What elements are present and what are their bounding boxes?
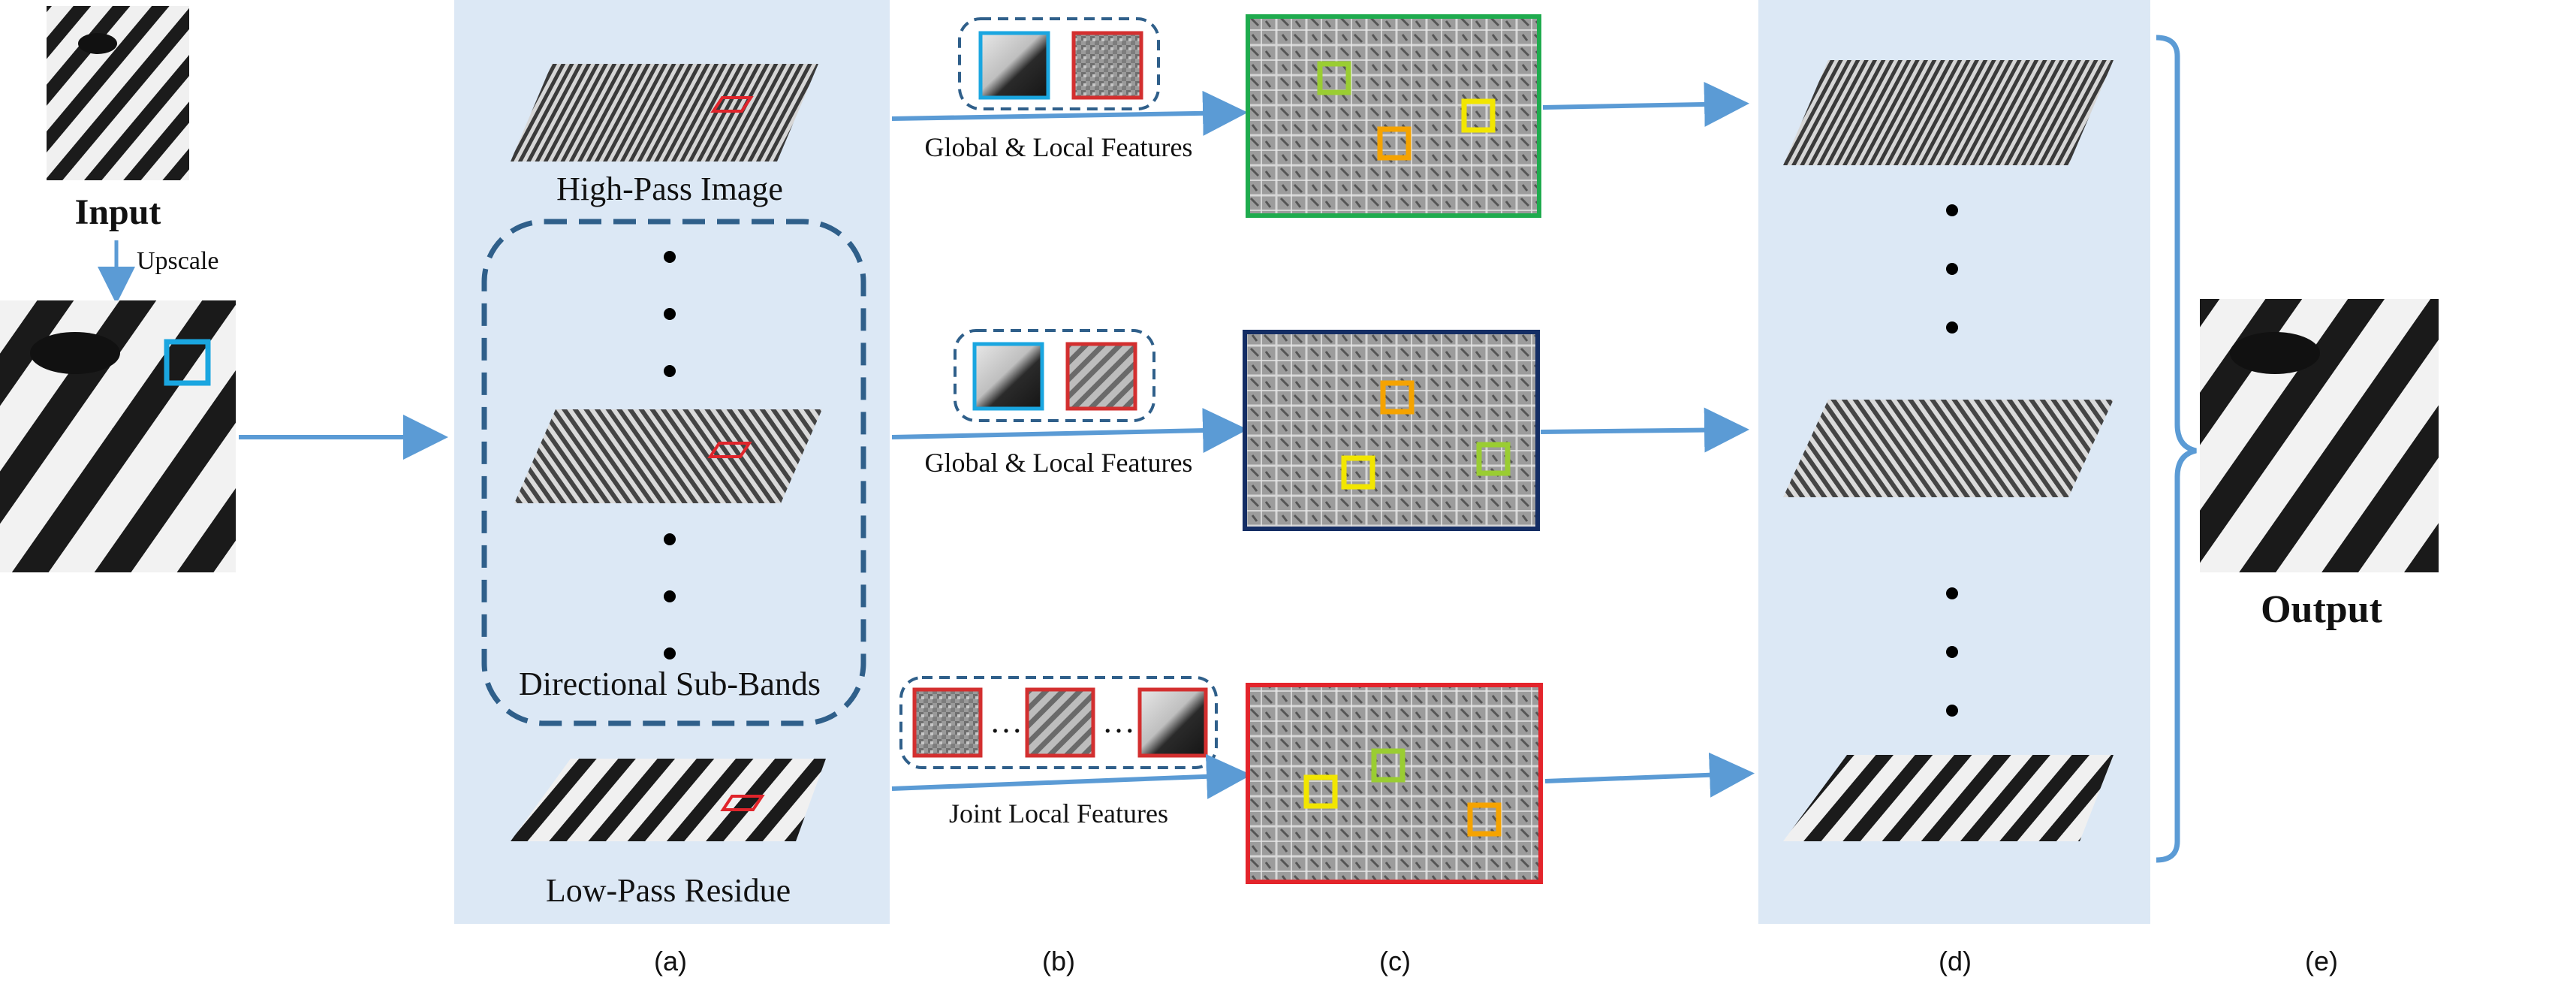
- recon-high-pass-plane: [1783, 60, 2114, 165]
- low-pass-label: Low-Pass Residue: [546, 872, 791, 909]
- features-label-top: Global & Local Features: [925, 132, 1193, 162]
- high-pass-plane: [511, 64, 818, 161]
- dot: [664, 365, 676, 377]
- atom-local-bottom-1: [912, 687, 983, 758]
- arrow-dict-mid-to-d: [1540, 407, 1749, 453]
- dot: [664, 308, 676, 320]
- panel-labels: (a) (b) (c) (d) (e): [654, 946, 2338, 976]
- dot: [1946, 321, 1958, 334]
- dot: [1946, 204, 1958, 216]
- patch-marker-blue: [164, 339, 211, 386]
- atom-local-bottom-3: [1137, 687, 1208, 758]
- dot: [664, 647, 676, 659]
- input-column: Input Upscale: [0, 6, 236, 572]
- low-pass-roi: [720, 795, 765, 811]
- input-image: [47, 6, 189, 180]
- panel-label-c: (c): [1379, 946, 1411, 976]
- marker-green: [1476, 442, 1511, 476]
- marker-orange: [1380, 380, 1415, 415]
- dictionary-top: [1246, 14, 1541, 218]
- atom-group-top: [958, 17, 1160, 110]
- arrow-lowpass-to-dict: [891, 753, 1252, 799]
- dot: [1946, 587, 1958, 599]
- arrow-dict-bottom-to-d: [1544, 752, 1755, 798]
- atom-group-mid: [954, 329, 1155, 422]
- directional-label: Directional Sub-Bands: [519, 666, 821, 702]
- dot: [664, 533, 676, 545]
- zebra-eye: [78, 33, 117, 54]
- directional-subband-plane: [514, 409, 822, 503]
- panel-label-a: (a): [654, 946, 687, 976]
- low-pass-plane: [511, 759, 826, 841]
- recon-low-pass-plane: [1783, 755, 2114, 841]
- panel-b: Global & Local Features Global & Local F…: [891, 17, 1252, 829]
- panel-label-b: (b): [1042, 946, 1075, 976]
- dot: [1946, 705, 1958, 717]
- panel-label-d: (d): [1939, 946, 1972, 976]
- output-label: Output: [2261, 588, 2383, 631]
- marker-yellow: [1303, 774, 1338, 809]
- upscale-label: Upscale: [137, 247, 219, 275]
- joint-local-label: Joint Local Features: [949, 798, 1168, 829]
- directional-roi: [707, 442, 752, 458]
- marker-yellow: [1461, 98, 1496, 133]
- atom-global-mid: [972, 342, 1044, 411]
- atom-local-top: [1071, 31, 1143, 100]
- summation-bracket: [2156, 35, 2197, 863]
- atom-local-mid: [1065, 342, 1137, 411]
- dot: [664, 590, 676, 602]
- panel-c: [1243, 14, 1543, 884]
- output-image: [2200, 299, 2439, 572]
- marker-orange: [1467, 802, 1502, 837]
- features-label-mid: Global & Local Features: [925, 448, 1193, 478]
- atom-global-top: [978, 31, 1050, 100]
- atom-local-bottom-2: [1025, 687, 1095, 758]
- atom-group-bottom: [899, 676, 1218, 769]
- dictionary-bottom: [1246, 683, 1543, 884]
- dot: [664, 251, 676, 263]
- ellipsis-1: …: [990, 703, 1023, 740]
- input-label: Input: [75, 192, 161, 232]
- marker-orange: [1377, 126, 1412, 161]
- recon-directional-plane: [1783, 400, 2114, 497]
- dictionary-mid: [1243, 330, 1540, 531]
- ellipsis-2: …: [1102, 703, 1135, 740]
- high-pass-roi: [710, 96, 754, 113]
- dot: [1946, 263, 1958, 275]
- arrow-dict-top-to-d: [1542, 81, 1749, 127]
- panel-label-e: (e): [2305, 946, 2338, 976]
- panel-a: High-Pass Image Directional Sub-Bands Lo…: [481, 64, 866, 909]
- arrow-directional-to-dict: [891, 408, 1248, 454]
- marker-green: [1371, 748, 1406, 783]
- high-pass-label: High-Pass Image: [556, 171, 783, 207]
- output-zebra-eye: [2230, 332, 2320, 374]
- marker-green: [1317, 61, 1351, 95]
- upscaled-zebra-eye: [30, 332, 120, 374]
- dot: [1946, 646, 1958, 658]
- arrow-highpass-to-dict: [891, 90, 1248, 136]
- panel-e: Output: [2200, 299, 2439, 631]
- panel-d: [1783, 60, 2114, 841]
- marker-yellow: [1341, 455, 1375, 490]
